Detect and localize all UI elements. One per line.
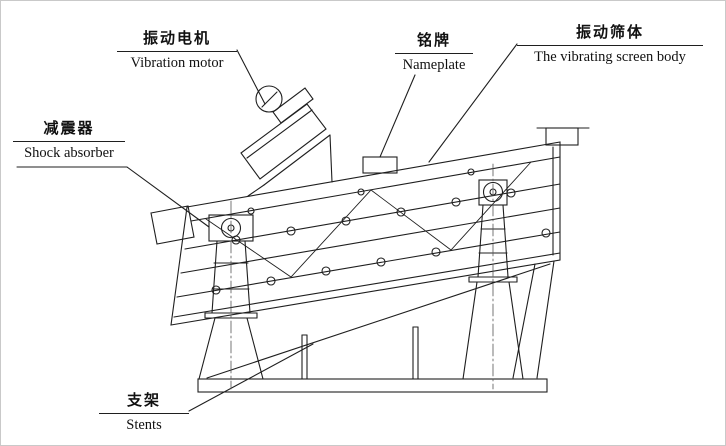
label-vibration-motor-zh: 振动电机 [117, 27, 237, 52]
vibration-motor-drawing [240, 85, 333, 197]
label-shock-absorber: 减震器 Shock absorber [13, 117, 125, 162]
bolt-circles [211, 168, 551, 295]
label-screen-body-en: The vibrating screen body [534, 49, 686, 65]
leader-lines [16, 43, 518, 412]
base-plate [197, 378, 548, 393]
leader-stents [188, 343, 314, 412]
spring-pivot-circle-right [482, 181, 504, 203]
screen-body-drawing [150, 127, 590, 326]
leader-vibration-motor [236, 49, 266, 105]
label-nameplate-en: Nameplate [402, 57, 466, 73]
stand-drawing [197, 260, 555, 393]
label-vibration-motor: 振动电机 Vibration motor [117, 27, 237, 72]
label-screen-body: 振动筛体 The vibrating screen body [517, 21, 703, 66]
feed-lip [150, 205, 195, 245]
label-vibration-motor-en: Vibration motor [130, 55, 224, 71]
label-stents-zh: 支架 [99, 389, 189, 414]
motor-flange-circle [255, 85, 283, 113]
leader-shock-absorber [16, 166, 210, 228]
label-nameplate-zh: 铭牌 [395, 29, 473, 54]
label-stents-en: Stents [126, 417, 162, 433]
nameplate-rect [362, 156, 398, 174]
mount-tab-rect [545, 127, 579, 146]
leader-screen-body [428, 43, 518, 163]
label-shock-absorber-en: Shock absorber [24, 145, 114, 161]
label-stents: 支架 Stents [99, 389, 189, 434]
leader-nameplate [379, 74, 416, 158]
label-nameplate: 铭牌 Nameplate [395, 29, 473, 74]
label-screen-body-zh: 振动筛体 [517, 21, 703, 46]
centerlines [230, 163, 494, 390]
label-shock-absorber-zh: 减震器 [13, 117, 125, 142]
